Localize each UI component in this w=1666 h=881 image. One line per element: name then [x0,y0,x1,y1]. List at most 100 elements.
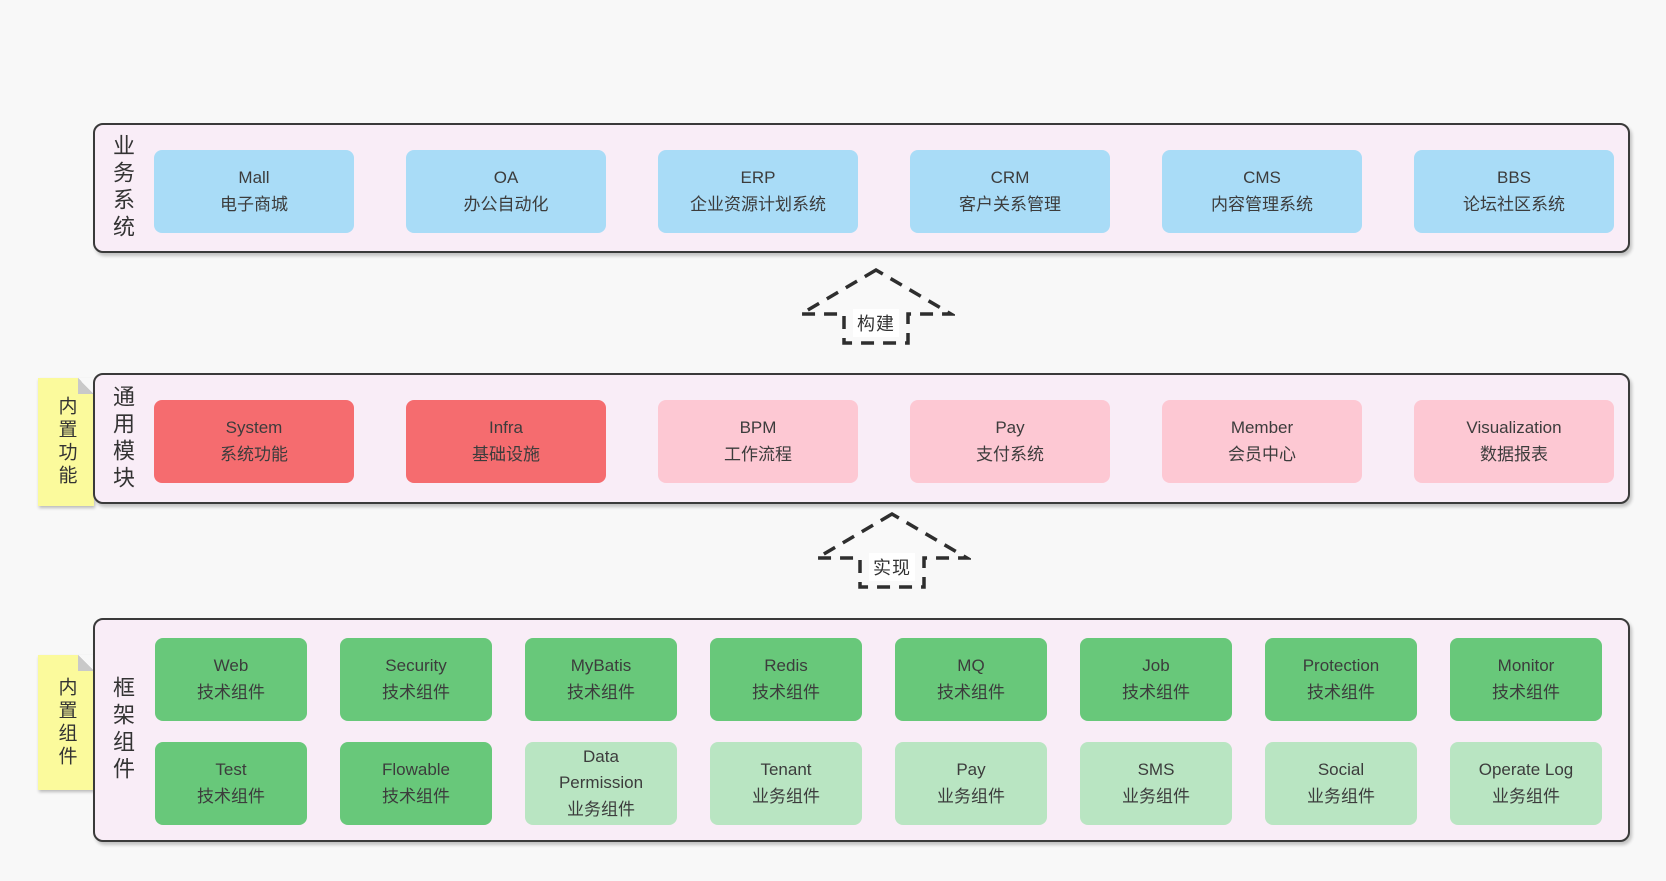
box-bpm: BPM 工作流程 [658,400,858,483]
box-title: BPM [739,418,777,438]
box-title: Job [1142,656,1170,676]
box-title: Data Permission [558,746,644,793]
box-subtitle: 业务组件 [752,786,820,806]
box-title: Member [1230,418,1294,438]
section-side-label: 通用模块 [110,384,135,493]
box-member: Member 会员中心 [1162,400,1362,483]
box-test: Test 技术组件 [155,742,307,825]
box-subtitle: 技术组件 [937,682,1005,702]
box-title: Web [213,656,249,676]
sticky-note-built-in-features: 内置功能 [38,378,94,506]
arrow-label-build: 构建 [853,309,899,337]
box-subtitle: 技术组件 [382,682,450,702]
box-subtitle: 系统功能 [220,444,288,464]
box-title: System [225,418,283,438]
box-title: Security [385,656,447,676]
box-monitor: Monitor 技术组件 [1450,638,1602,721]
box-protection: Protection 技术组件 [1265,638,1417,721]
box-subtitle: 技术组件 [1307,682,1375,702]
box-subtitle: 论坛社区系统 [1463,194,1565,214]
box-title: Operate Log [1478,760,1574,780]
box-title: Visualization [1466,418,1562,438]
common-modules-section: 通用模块 System 系统功能 Infra 基础设施 BPM 工作流程 Pay… [93,373,1630,504]
box-subtitle: 技术组件 [567,682,635,702]
box-title: SMS [1137,760,1175,780]
section-side-label: 业务系统 [110,134,135,242]
up-arrow-icon [797,267,955,345]
box-mq: MQ 技术组件 [895,638,1047,721]
box-title: BBS [1496,168,1532,188]
box-title: CRM [990,168,1030,188]
sticky-label: 内置功能 [55,396,77,488]
box-subtitle: 电子商城 [220,194,288,214]
box-title: Tenant [760,760,812,780]
box-subtitle: 技术组件 [197,682,265,702]
box-pay-component: Pay 业务组件 [895,742,1047,825]
box-subtitle: 客户关系管理 [959,194,1061,214]
box-title: OA [493,168,519,188]
box-social: Social 业务组件 [1265,742,1417,825]
box-bbs: BBS 论坛社区系统 [1414,150,1614,233]
build-arrow: 构建 [797,266,955,346]
box-flowable: Flowable 技术组件 [340,742,492,825]
sticky-note-built-in-components: 内置组件 [38,655,94,790]
box-mybatis: MyBatis 技术组件 [525,638,677,721]
box-subtitle: 业务组件 [1492,786,1560,806]
box-subtitle: 技术组件 [1492,682,1560,702]
box-subtitle: 支付系统 [976,444,1044,464]
box-title: Redis [764,656,808,676]
box-mall: Mall 电子商城 [154,150,354,233]
box-title: Mall [238,168,270,188]
box-subtitle: 办公自动化 [463,194,549,214]
box-job: Job 技术组件 [1080,638,1232,721]
box-title: Pay [995,418,1025,438]
box-title: Pay [956,760,986,780]
box-subtitle: 技术组件 [382,786,450,806]
box-oa: OA 办公自动化 [406,150,606,233]
box-tenant: Tenant 业务组件 [710,742,862,825]
box-security: Security 技术组件 [340,638,492,721]
sticky-label: 内置组件 [55,676,77,769]
box-operate-log: Operate Log 业务组件 [1450,742,1602,825]
box-title: Social [1317,760,1365,780]
box-subtitle: 技术组件 [1122,682,1190,702]
box-subtitle: 业务组件 [1307,786,1375,806]
box-subtitle: 内容管理系统 [1211,194,1313,214]
box-subtitle: 业务组件 [937,786,1005,806]
box-redis: Redis 技术组件 [710,638,862,721]
box-title: Protection [1302,656,1380,676]
box-subtitle: 技术组件 [752,682,820,702]
folded-corner-icon [78,378,94,394]
box-title: MQ [957,656,985,676]
box-sms: SMS 业务组件 [1080,742,1232,825]
framework-components-section: 框架组件 Web 技术组件 Security 技术组件 MyBatis 技术组件… [93,618,1630,842]
box-pay-module: Pay 支付系统 [910,400,1110,483]
arrow-label-implement: 实现 [869,553,915,581]
box-subtitle: 业务组件 [567,799,635,819]
implement-arrow: 实现 [813,510,971,590]
box-title: Infra [488,418,524,438]
folded-corner-icon [78,655,94,671]
box-subtitle: 数据报表 [1480,444,1548,464]
box-subtitle: 基础设施 [472,444,540,464]
box-subtitle: 企业资源计划系统 [690,194,826,214]
box-infra: Infra 基础设施 [406,400,606,483]
box-data-permission: Data Permission 业务组件 [525,742,677,825]
box-visualization: Visualization 数据报表 [1414,400,1614,483]
box-title: CMS [1243,168,1281,188]
box-subtitle: 会员中心 [1228,444,1296,464]
box-web: Web 技术组件 [155,638,307,721]
up-arrow-icon [813,511,971,589]
box-system: System 系统功能 [154,400,354,483]
box-title: Test [215,760,247,780]
box-subtitle: 工作流程 [724,444,792,464]
box-title: MyBatis [570,656,632,676]
box-crm: CRM 客户关系管理 [910,150,1110,233]
box-cms: CMS 内容管理系统 [1162,150,1362,233]
box-title: ERP [740,168,776,188]
section-side-label: 框架组件 [110,676,135,784]
box-subtitle: 技术组件 [197,786,265,806]
box-subtitle: 业务组件 [1122,786,1190,806]
box-erp: ERP 企业资源计划系统 [658,150,858,233]
